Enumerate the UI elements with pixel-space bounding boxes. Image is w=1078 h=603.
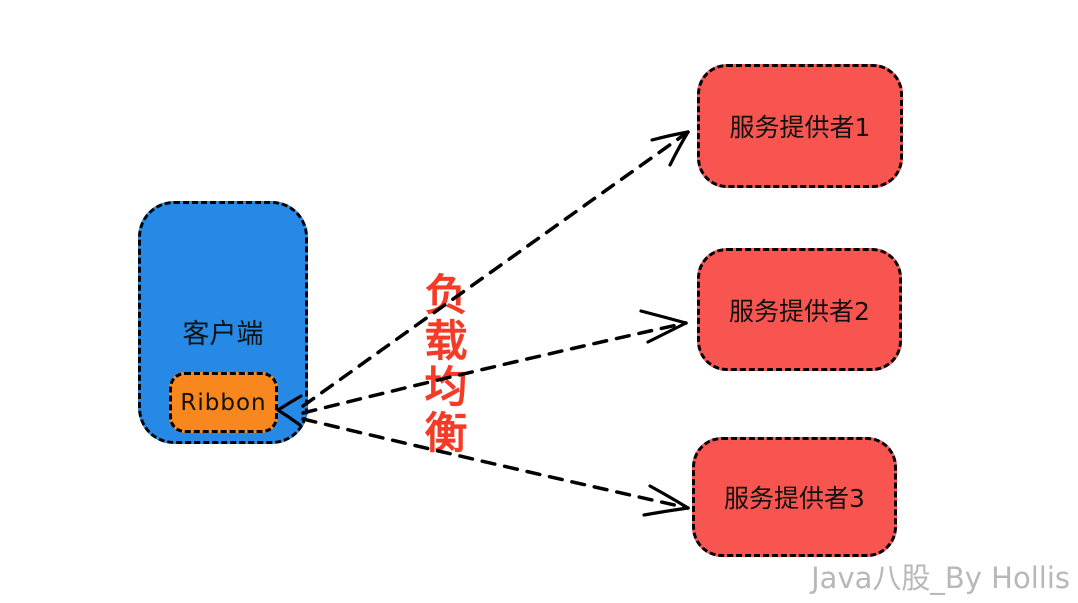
provider-3-label: 服务提供者3 <box>724 484 865 513</box>
provider-node-2: 服务提供者2 <box>697 248 902 371</box>
watermark-text: Java八股_By Hollis <box>811 561 1070 595</box>
provider-2-label: 服务提供者2 <box>729 296 870 326</box>
load-balancing-label: 负载均衡 <box>417 272 467 456</box>
client-label: 客户端 <box>182 319 264 350</box>
ribbon-label: Ribbon <box>180 389 267 416</box>
provider-1-label: 服务提供者1 <box>729 113 871 142</box>
provider-node-1: 服务提供者1 <box>697 64 903 188</box>
dashed-arrow-to-provider-2 <box>301 309 688 415</box>
dashed-arrow-to-provider-1 <box>301 130 690 408</box>
ribbon-node: Ribbon <box>169 372 278 433</box>
provider-node-3: 服务提供者3 <box>692 437 897 557</box>
dashed-arrow-to-provider-3 <box>301 417 690 517</box>
